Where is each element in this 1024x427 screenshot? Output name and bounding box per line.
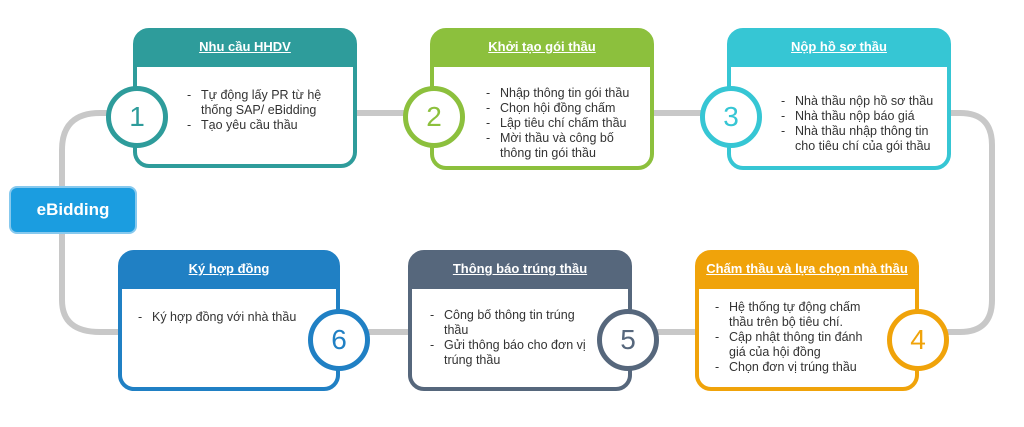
step-2-header: Khởi tạo gói thầu — [433, 31, 651, 67]
list-item: Cập nhật thông tin đánh giá của hội đồng — [715, 330, 875, 360]
step-2-card: Khởi tạo gói thầu Nhập thông tin gói thầ… — [430, 28, 654, 170]
list-item: Chọn đơn vị trúng thầu — [715, 360, 875, 375]
step-1-list: Tự động lấy PR từ hệ thống SAP/ eBidding… — [187, 88, 347, 133]
step-5-header: Thông báo trúng thầu — [411, 253, 629, 289]
step-5-list: Công bố thông tin trúng thầu Gửi thông b… — [430, 308, 600, 368]
step-2-number-badge: 2 — [403, 86, 465, 148]
step-6-number-badge: 6 — [308, 309, 370, 371]
step-6-header: Ký hợp đồng — [121, 253, 337, 289]
list-item: Hệ thống tự động chấm thầu trên bộ tiêu … — [715, 300, 875, 330]
list-item: Lập tiêu chí chấm thầu — [486, 116, 646, 131]
step-3-list: Nhà thầu nộp hồ sơ thầu Nhà thầu nộp báo… — [781, 94, 947, 154]
step-4-number-badge: 4 — [887, 309, 949, 371]
step-1-number-badge: 1 — [106, 86, 168, 148]
step-2-list: Nhập thông tin gói thầu Chọn hội đồng ch… — [486, 86, 646, 161]
step-3-header: Nộp hồ sơ thầu — [730, 31, 948, 67]
ebidding-title: eBidding — [36, 200, 110, 219]
step-3-card: Nộp hồ sơ thầu Nhà thầu nộp hồ sơ thầu N… — [727, 28, 951, 170]
step-5-number-badge: 5 — [597, 309, 659, 371]
list-item: Nhà thầu nộp hồ sơ thầu — [781, 94, 947, 109]
step-5-card: Thông báo trúng thầu Công bố thông tin t… — [408, 250, 632, 391]
list-item: Gửi thông báo cho đơn vị trúng thầu — [430, 338, 600, 368]
list-item: Tự động lấy PR từ hệ thống SAP/ eBidding — [187, 88, 347, 118]
list-item: Công bố thông tin trúng thầu — [430, 308, 600, 338]
step-4-list: Hệ thống tự động chấm thầu trên bộ tiêu … — [715, 300, 875, 375]
step-4-header: Chấm thầu và lựa chọn nhà thầu — [698, 253, 916, 289]
step-1-header: Nhu cầu HHDV — [136, 31, 354, 67]
list-item: Mời thầu và công bố thông tin gói thầu — [486, 131, 646, 161]
list-item: Ký hợp đồng với nhà thầu — [138, 310, 318, 325]
list-item: Nhập thông tin gói thầu — [486, 86, 646, 101]
step-6-list: Ký hợp đồng với nhà thầu — [138, 310, 318, 325]
list-item: Nhà thầu nhập thông tin cho tiêu chí của… — [781, 124, 947, 154]
step-4-card: Chấm thầu và lựa chọn nhà thầu Hệ thống … — [695, 250, 919, 391]
list-item: Nhà thầu nộp báo giá — [781, 109, 947, 124]
step-3-number-badge: 3 — [700, 86, 762, 148]
list-item: Tạo yêu cầu thầu — [187, 118, 347, 133]
step-6-card: Ký hợp đồng Ký hợp đồng với nhà thầu — [118, 250, 340, 391]
ebidding-title-box: eBidding — [9, 186, 137, 234]
step-1-card: Nhu cầu HHDV Tự động lấy PR từ hệ thống … — [133, 28, 357, 168]
list-item: Chọn hội đồng chấm — [486, 101, 646, 116]
